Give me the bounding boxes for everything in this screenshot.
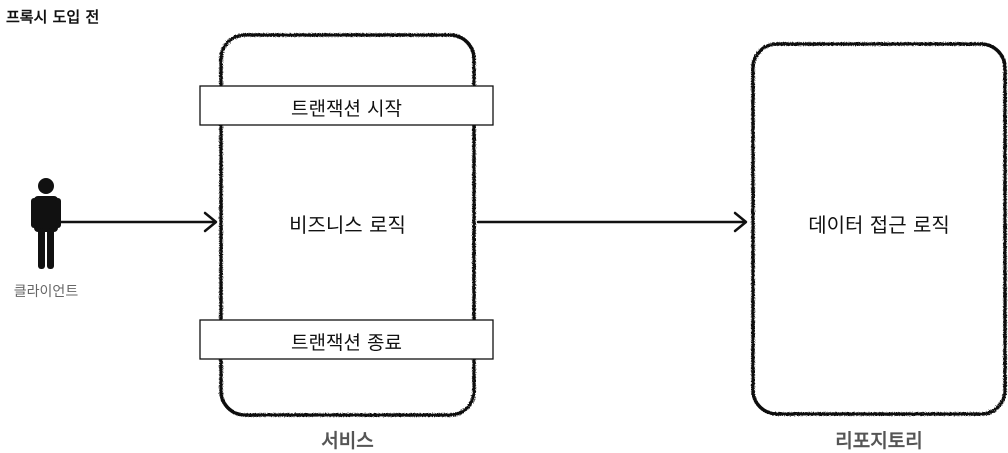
client-to-service-arrow bbox=[56, 211, 218, 233]
business-logic-label: 비즈니스 로직 bbox=[289, 213, 406, 237]
repository-box bbox=[751, 42, 1007, 416]
transaction-end-label: 트랜잭션 종료 bbox=[291, 332, 402, 354]
service-box bbox=[219, 33, 476, 417]
repository-caption: 리포지토리 bbox=[835, 430, 923, 452]
transaction-start-label: 트랜잭션 시작 bbox=[291, 98, 402, 120]
page-title: 프록시 도입 전 bbox=[6, 8, 100, 26]
client-caption: 클라이언트 bbox=[13, 284, 79, 300]
service-to-repository-arrow bbox=[476, 211, 748, 233]
service-caption: 서비스 bbox=[321, 430, 374, 452]
data-access-logic-label: 데이터 접근 로직 bbox=[808, 213, 950, 237]
transaction-end-bar bbox=[199, 319, 494, 360]
person-icon bbox=[31, 178, 61, 269]
transaction-start-bar bbox=[199, 85, 494, 126]
